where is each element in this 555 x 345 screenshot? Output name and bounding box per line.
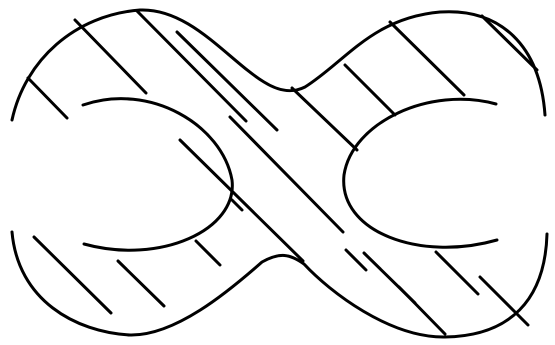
left-hole (83, 99, 232, 251)
hatch-line (480, 277, 528, 325)
hatch-line (482, 16, 537, 70)
hatch-line (436, 252, 478, 294)
hatch-line (345, 65, 395, 115)
hatch-line (118, 261, 164, 306)
hatch-line (28, 78, 67, 118)
hatch-line (75, 20, 146, 93)
hatch-line (230, 117, 343, 232)
hatch-line (292, 88, 357, 150)
hatch-lines (28, 11, 537, 334)
hatch-line (196, 241, 220, 265)
hatch-line (390, 22, 464, 95)
right-hole (344, 99, 497, 247)
hatch-line (399, 287, 445, 334)
